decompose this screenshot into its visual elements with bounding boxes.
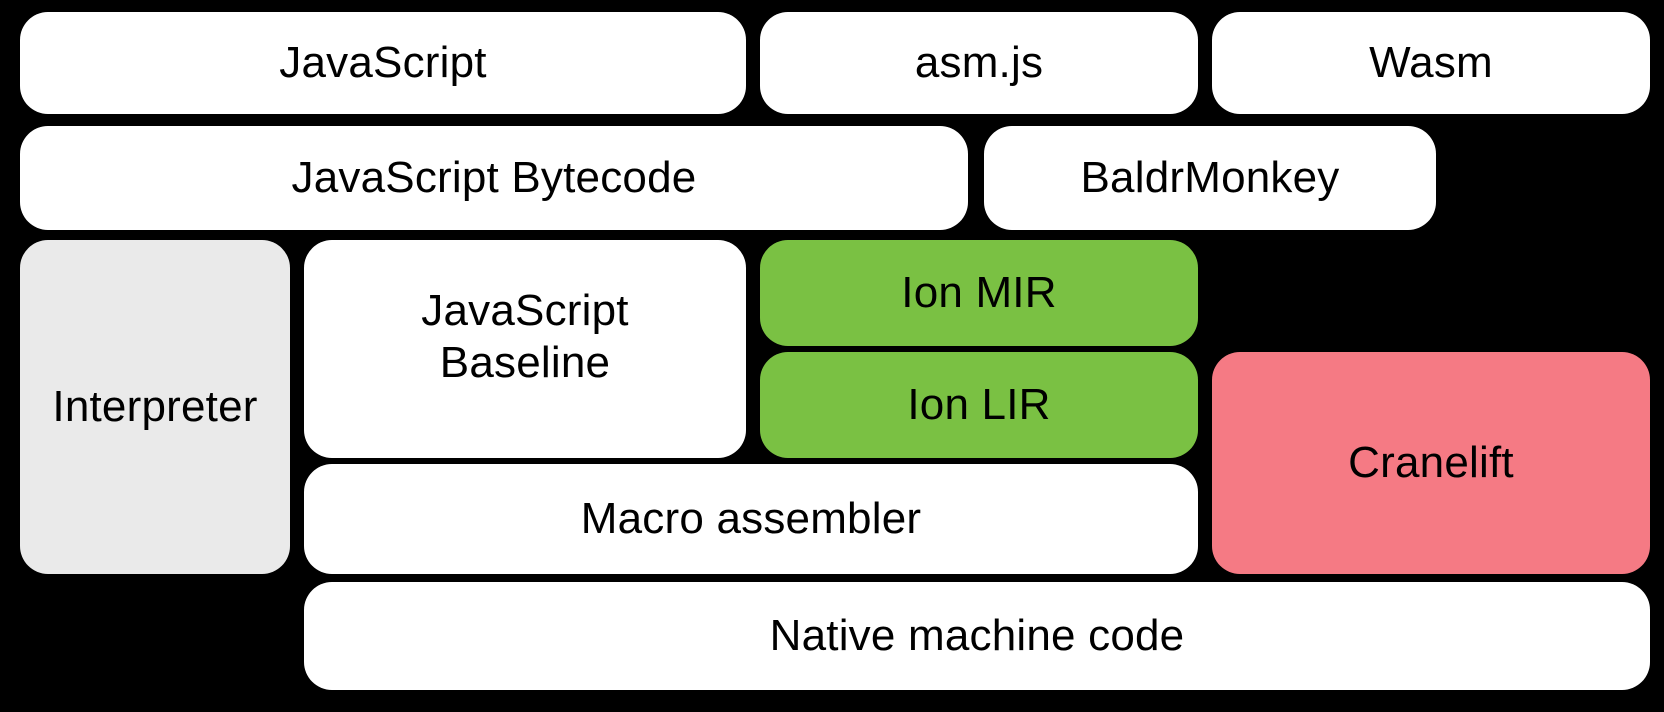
box-javascript-bytecode-label: JavaScript Bytecode xyxy=(291,153,697,203)
box-cranelift: Cranelift xyxy=(1212,352,1650,574)
box-asmjs-label: asm.js xyxy=(914,38,1044,88)
box-native-machine-code-label: Native machine code xyxy=(769,611,1185,661)
box-ion-mir: Ion MIR xyxy=(760,240,1198,346)
box-ion-lir: Ion LIR xyxy=(760,352,1198,458)
box-baldrmonkey: BaldrMonkey xyxy=(984,126,1436,230)
box-macro-assembler-label: Macro assembler xyxy=(580,494,922,544)
box-cranelift-label: Cranelift xyxy=(1348,438,1514,488)
box-wasm: Wasm xyxy=(1212,12,1650,114)
box-asmjs: asm.js xyxy=(760,12,1198,114)
box-wasm-label: Wasm xyxy=(1369,38,1493,88)
box-baldrmonkey-label: BaldrMonkey xyxy=(1080,153,1340,203)
box-ion-lir-label: Ion LIR xyxy=(907,380,1051,430)
box-javascript-bytecode: JavaScript Bytecode xyxy=(20,126,968,230)
box-javascript-baseline: JavaScript Baseline xyxy=(304,240,746,458)
box-ion-mir-label: Ion MIR xyxy=(901,268,1057,318)
box-macro-assembler: Macro assembler xyxy=(304,464,1198,574)
box-javascript-label: JavaScript xyxy=(279,38,487,88)
box-interpreter-label: Interpreter xyxy=(52,382,258,432)
box-interpreter: Interpreter xyxy=(20,240,290,574)
box-javascript: JavaScript xyxy=(20,12,746,114)
box-native-machine-code: Native machine code xyxy=(304,582,1650,690)
box-javascript-baseline-label: JavaScript Baseline xyxy=(421,286,629,387)
